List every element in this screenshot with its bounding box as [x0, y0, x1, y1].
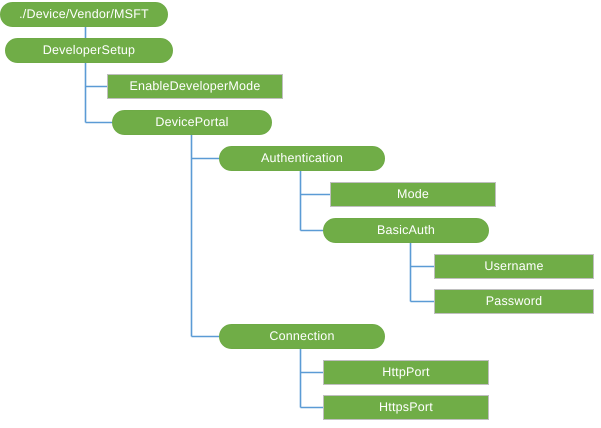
tree-node-label-httpsport: HttpsPort [379, 400, 433, 415]
tree-node-password[interactable]: Password [434, 289, 594, 314]
tree-node-httpport[interactable]: HttpPort [323, 360, 489, 385]
tree-node-label-developersetup: DeveloperSetup [42, 43, 136, 58]
tree-node-label-enabledevelopermode: EnableDeveloperMode [129, 79, 261, 94]
tree-node-basicauth[interactable]: BasicAuth [323, 218, 489, 243]
tree-node-label-deviceportal: DevicePortal [155, 115, 229, 130]
tree-node-developersetup[interactable]: DeveloperSetup [5, 38, 173, 63]
tree-node-label-password: Password [485, 294, 543, 309]
tree-node-authentication[interactable]: Authentication [219, 146, 385, 171]
tree-node-label-httpport: HttpPort [382, 365, 430, 380]
tree-node-label-mode: Mode [396, 187, 430, 202]
tree-node-deviceportal[interactable]: DevicePortal [112, 110, 272, 135]
tree-node-label-basicauth: BasicAuth [376, 223, 436, 238]
tree-node-enabledevelopermode[interactable]: EnableDeveloperMode [107, 74, 283, 99]
tree-node-label-connection: Connection [269, 329, 335, 344]
tree-node-label-root: ./Device/Vendor/MSFT [19, 7, 149, 22]
tree-node-label-username: Username [484, 259, 544, 274]
tree-node-mode[interactable]: Mode [330, 182, 496, 207]
tree-node-httpsport[interactable]: HttpsPort [323, 395, 489, 420]
tree-node-root[interactable]: ./Device/Vendor/MSFT [0, 2, 168, 27]
tree-node-connection[interactable]: Connection [219, 324, 385, 349]
tree-node-label-authentication: Authentication [260, 151, 344, 166]
tree-node-username[interactable]: Username [434, 254, 594, 279]
